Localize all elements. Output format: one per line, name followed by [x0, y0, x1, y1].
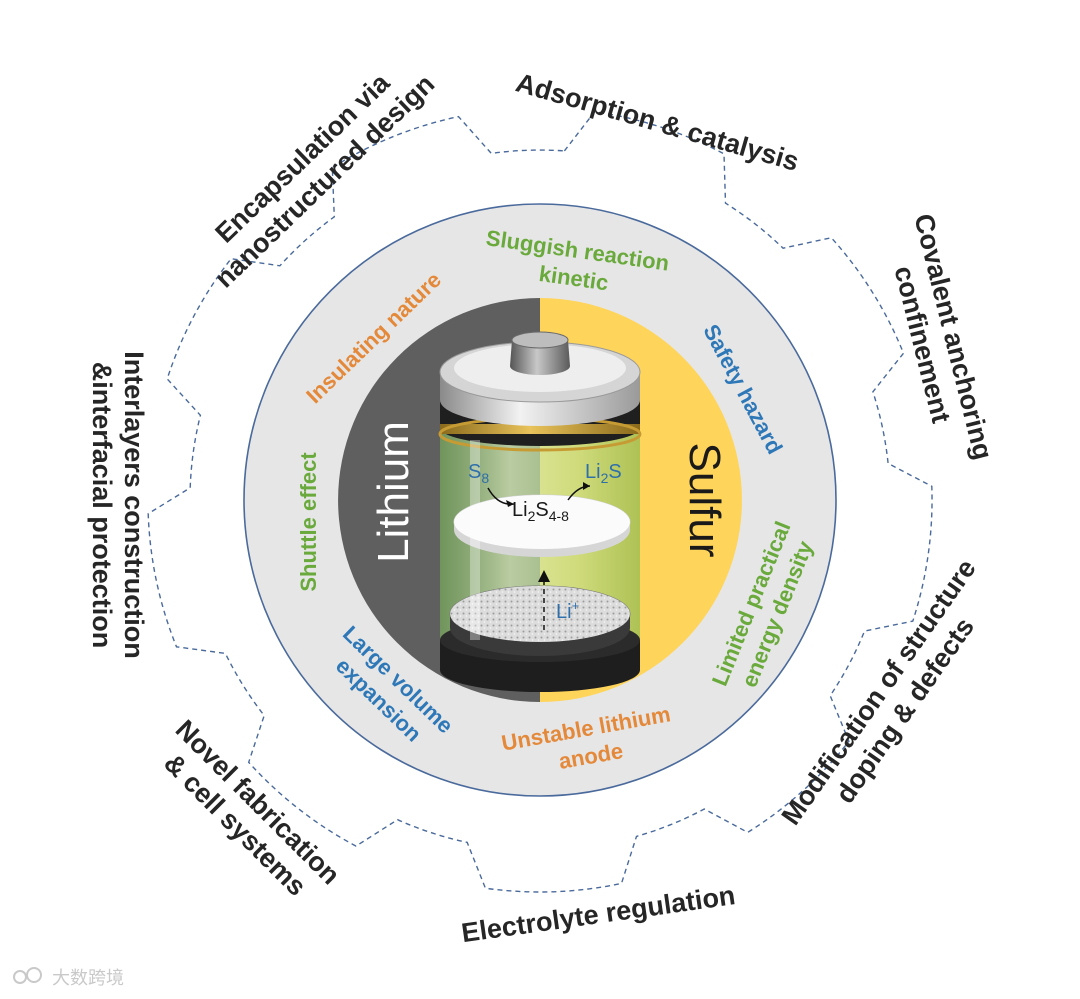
reaction-scheme: S8 Li2S Li2S4-8 Li+ [468, 461, 622, 630]
li-ion-label: Li+ [556, 598, 579, 623]
lithium-label: Lithium [369, 421, 418, 563]
adsorption-label: Adsorption & catalysis [513, 67, 803, 176]
battery [438, 331, 642, 692]
interlayers-label: Interlayers construction&interfacial pro… [87, 351, 149, 659]
covalent-label: Covalent anchoringconfinement [877, 211, 998, 471]
svg-text:大数跨境: 大数跨境 [52, 968, 124, 989]
li2s-label: Li2S [585, 461, 622, 486]
gear-outline [147, 111, 933, 893]
li2s48-label: Li2S4-8 [512, 499, 569, 524]
fabrication-label: Novel fabrication& cell systems [147, 714, 346, 913]
watermark: 大数跨境 [13, 967, 124, 989]
shuttle-label: Shuttle effect [296, 452, 321, 592]
sulfur-label: Sulfur [680, 443, 729, 558]
s8-label: S8 [468, 461, 489, 486]
